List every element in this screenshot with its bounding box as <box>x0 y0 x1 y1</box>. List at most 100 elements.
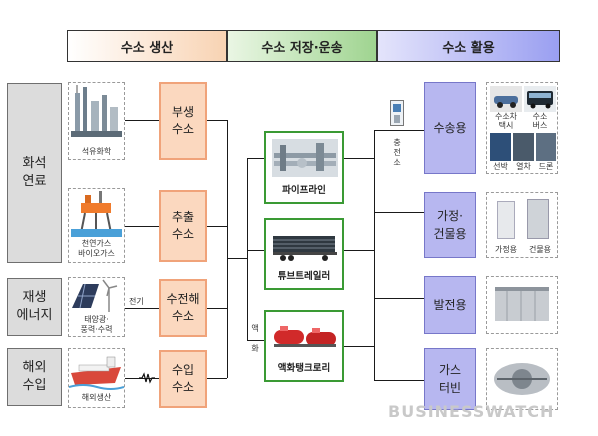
header-production-label: 수소 생산 <box>120 40 174 56</box>
connector-to-transport <box>374 130 424 131</box>
extraction-line1: 추출 <box>171 210 195 224</box>
liquefaction-label: 액 화 <box>250 324 260 354</box>
tank-lorry-icon <box>274 326 336 347</box>
natural-gas-caption: 천연가스 <box>81 239 112 248</box>
imported-line1: 수입 <box>171 363 195 377</box>
electrolysis-hydrogen-box: 수전해 수소 <box>159 279 207 337</box>
connector-prod1 <box>207 120 227 121</box>
tank-lorry-label: 액화탱크로리 <box>277 363 331 374</box>
bus-caption-2: 버스 <box>532 121 548 130</box>
liquid-tank-lorry-box: 액화탱크로리 <box>264 310 344 382</box>
header-utilization: 수소 활용 <box>377 30 560 62</box>
renewable-caption-1: 태양광· <box>84 315 109 324</box>
connector-prod4 <box>207 378 227 379</box>
pipeline-box: 파이프라인 <box>264 131 344 204</box>
header-production: 수소 생산 <box>67 30 227 62</box>
charging-char-1: 충 <box>393 138 401 147</box>
gas-turbine-box: 가스 터빈 <box>424 348 476 410</box>
connector-prod3 <box>207 308 227 309</box>
tube-trailer-icon <box>273 236 337 261</box>
connector-to-pipeline <box>247 158 264 159</box>
connector-prod2 <box>207 226 227 227</box>
petrochemical-image: 석유화학 <box>68 82 125 160</box>
home-fuel-cell-icon <box>497 201 515 239</box>
electrolysis-line2: 수소 <box>171 309 195 323</box>
drone-icon <box>536 133 556 161</box>
hydrogen-bus-icon <box>524 86 556 112</box>
source-overseas: 해외 수입 <box>7 348 62 406</box>
liquefaction-char-2: 화 <box>251 344 259 353</box>
offshore-platform-icon <box>71 191 122 237</box>
connector-pipeline-out <box>344 158 374 159</box>
fuel-cell-power-plant-icon <box>495 287 549 321</box>
hydrogen-taxi-icon <box>490 86 522 112</box>
extraction-line2: 수소 <box>171 227 195 241</box>
building-caption: 건물용 <box>528 245 552 254</box>
home-caption: 가정용 <box>494 245 518 254</box>
biogas-caption: 바이오가스 <box>78 249 115 258</box>
connector-to-tube <box>247 250 264 251</box>
renewable-caption-2: 풍력·수력 <box>80 325 113 334</box>
train-caption: 열차 <box>516 162 531 171</box>
charging-char-2: 전 <box>393 148 401 157</box>
charging-station-icon <box>390 100 404 126</box>
connector-to-power <box>374 298 424 299</box>
connector-tanker-out <box>344 346 374 347</box>
building-fuel-cell-icon <box>527 199 549 239</box>
byproduct-line1: 부생 <box>171 105 195 119</box>
turbine-line2: 터빈 <box>438 381 462 395</box>
petrochemical-caption: 석유화학 <box>81 147 112 156</box>
transport-label: 수송용 <box>433 121 467 135</box>
imported-hydrogen-box: 수입 수소 <box>159 350 207 408</box>
taxi-caption-2: 택시 <box>498 121 514 130</box>
resistor-symbol-icon <box>139 372 155 384</box>
connector-petrochem <box>125 120 159 121</box>
building-line1: 가정· <box>437 209 463 223</box>
connector-renewable <box>125 308 159 309</box>
header-storage-label: 수소 저장·운송 <box>261 40 343 56</box>
source-overseas-line1: 해외 <box>22 360 47 375</box>
bus-to-storage <box>227 258 247 259</box>
building-use-box: 가정· 건물용 <box>424 192 476 258</box>
source-overseas-line2: 수입 <box>22 378 47 393</box>
header-storage: 수소 저장·운송 <box>227 30 377 62</box>
drone-caption: 드론 <box>538 162 554 171</box>
gas-turbine-image <box>486 348 558 410</box>
connector-to-building <box>374 212 424 213</box>
tube-trailer-box: 튜브트레일러 <box>264 218 344 290</box>
pipeline-label: 파이프라인 <box>282 185 326 196</box>
byproduct-line2: 수소 <box>171 122 195 136</box>
electricity-label: 전기 <box>129 297 144 306</box>
connector-to-tanker <box>247 340 264 341</box>
overseas-image: 해외생산 <box>68 348 125 408</box>
source-fossil-fuel: 화석 연료 <box>7 83 62 263</box>
turbine-line1: 가스 <box>438 363 462 377</box>
source-fossil-line2: 연료 <box>22 174 47 189</box>
natural-gas-image: 천연가스 바이오가스 <box>68 188 125 263</box>
source-renewable-line2: 에너지 <box>16 308 53 323</box>
overseas-caption: 해외생산 <box>81 393 112 402</box>
ship-caption: 선박 <box>493 162 508 171</box>
source-renewable-line1: 재생 <box>22 290 47 305</box>
tube-trailer-label: 튜브트레일러 <box>277 271 331 282</box>
electrolysis-line1: 수전해 <box>166 292 200 306</box>
transport-images: 수소차 택시 수소 버스 선박 열차 드론 <box>486 82 558 174</box>
watermark: BUSINESSWATCH <box>388 402 555 421</box>
ship-icon <box>490 133 511 161</box>
building-images: 가정용 건물용 <box>486 192 558 258</box>
bus-utilization <box>374 130 375 380</box>
taxi-caption-1: 수소차 <box>494 112 518 121</box>
byproduct-hydrogen-box: 부생 수소 <box>159 82 207 160</box>
renewable-image: 태양광· 풍력·수력 <box>68 277 125 337</box>
bus-storage-left <box>247 158 248 340</box>
bus-production <box>227 120 228 378</box>
transport-use-box: 수송용 <box>424 82 476 174</box>
connector-gas <box>125 226 159 227</box>
train-icon <box>513 133 534 161</box>
pipeline-icon <box>272 139 338 177</box>
power-plant-image <box>486 276 558 334</box>
header-utilization-label: 수소 활용 <box>442 40 495 56</box>
connector-to-turbine <box>374 380 424 381</box>
source-renewable: 재생 에너지 <box>7 278 62 336</box>
gas-turbine-icon <box>494 363 550 395</box>
